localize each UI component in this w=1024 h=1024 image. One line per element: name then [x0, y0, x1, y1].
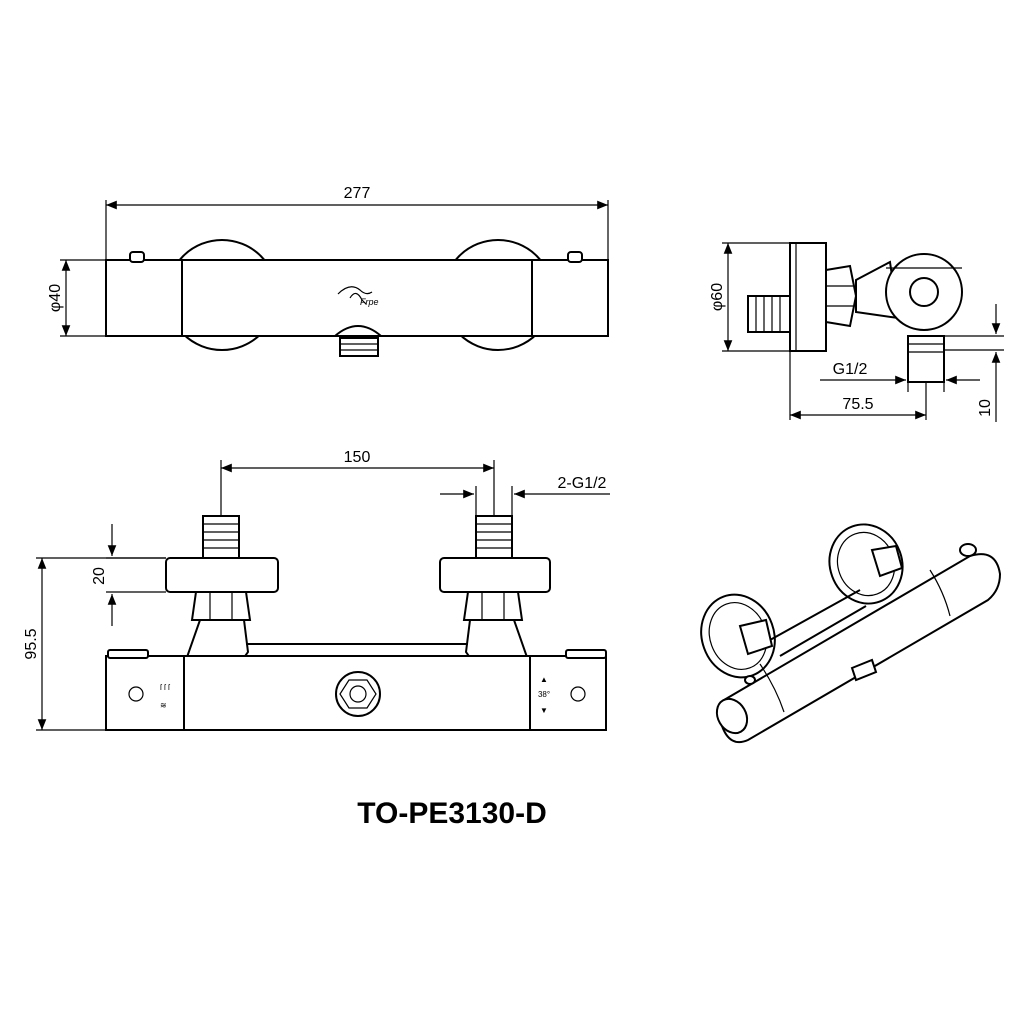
- model-code: TO-PE3130-D: [357, 797, 547, 830]
- left-hex-nut: [190, 591, 252, 621]
- dim-95-5-label: 95.5: [23, 628, 40, 659]
- dim-20-label: 20: [91, 567, 108, 585]
- svg-text:ſ ſ ſ: ſ ſ ſ: [160, 683, 171, 692]
- dim-2g12-label: 2-G1/2: [558, 475, 607, 492]
- side-wall-thread: [747, 295, 791, 333]
- right-cap-top: [565, 649, 607, 659]
- iso-outlet: [850, 658, 878, 682]
- left-inlet-thread: [202, 515, 240, 559]
- dim-10-label: 10: [977, 399, 994, 417]
- left-handle-pin: [128, 686, 144, 702]
- iso-left-button: [744, 675, 756, 685]
- brand-logo-icon: Frpe: [337, 286, 379, 307]
- dim-d40-label: φ40: [47, 284, 64, 312]
- top-body-bar: [105, 259, 609, 337]
- dim-75-5-label: 75.5: [842, 396, 873, 413]
- outlet-thread: [339, 337, 379, 357]
- dim-d60-label: φ60: [709, 283, 726, 311]
- iso-arm: [769, 589, 867, 657]
- temp-down-arrow-icon: ▼: [540, 706, 548, 715]
- right-handle-pin: [570, 686, 586, 702]
- left-wall-flange: [165, 557, 279, 593]
- side-view: φ60 G1/2 75.5 10: [709, 242, 1004, 422]
- isometric-view: [700, 523, 1002, 744]
- iso-left-end: [715, 697, 749, 735]
- right-button: [567, 251, 583, 263]
- svg-text:Frpe: Frpe: [360, 297, 379, 307]
- side-outlet: [907, 335, 945, 383]
- iso-top-button: [959, 543, 977, 557]
- iso-front-nut: [738, 618, 774, 656]
- bottom-outlet-nut: [335, 671, 381, 717]
- side-body-bore: [909, 277, 939, 307]
- right-wall-flange: [439, 557, 551, 593]
- temp-38-label: 38°: [538, 690, 550, 699]
- temp-up-arrow-icon: ▲: [540, 675, 548, 684]
- iso-back-nut: [870, 544, 904, 578]
- iso-back-flange: [828, 523, 904, 605]
- side-hex-nut: [825, 264, 858, 328]
- outlet-dome: [332, 325, 384, 337]
- left-cap-top: [107, 649, 149, 659]
- left-button: [129, 251, 145, 263]
- right-inlet-thread: [475, 515, 513, 559]
- dim-g12-label: G1/2: [833, 361, 868, 378]
- top-view: Frpe 277 φ40: [47, 185, 609, 357]
- dim-277-label: 277: [344, 185, 371, 202]
- dim-150-label: 150: [344, 449, 371, 466]
- flow-icon: ſ ſ ſ ≋: [160, 683, 171, 710]
- right-hex-nut: [462, 591, 524, 621]
- svg-text:≋: ≋: [160, 701, 167, 710]
- front-view: ſ ſ ſ ≋ ▲ 38° ▼ 150 2-G1/2 20 95.5: [23, 449, 610, 731]
